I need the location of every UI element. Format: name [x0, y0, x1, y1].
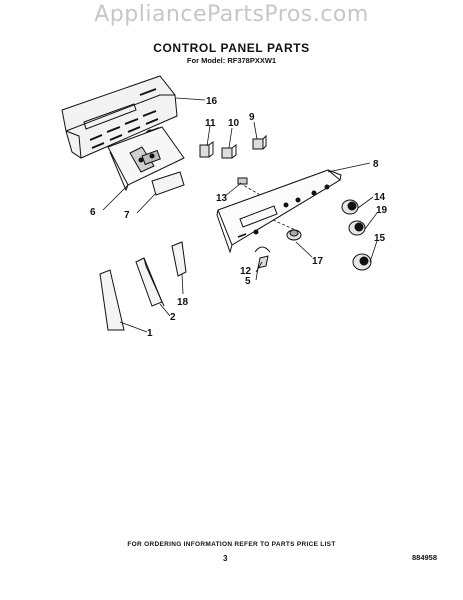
part-18-side-bracket [171, 241, 187, 277]
part-14-knob [341, 199, 359, 215]
callout-13: 13 [216, 193, 228, 204]
callout-17: 17 [312, 256, 324, 267]
callout-2: 2 [170, 312, 176, 323]
model-subtitle: For Model: RF378PXXW1 [186, 56, 277, 65]
callout-15: 15 [374, 233, 386, 244]
page-number: 3 [223, 554, 228, 563]
part-1-end-cap [99, 269, 125, 331]
part-8-front-panel [216, 169, 342, 254]
callout-11: 11 [205, 118, 216, 129]
part-13-clip [237, 177, 248, 185]
callout-12: 12 [240, 266, 252, 277]
part-15-knob [352, 253, 372, 271]
callout-1: 1 [147, 328, 153, 339]
part-17-knob [286, 229, 302, 241]
callout-6: 6 [90, 207, 96, 218]
callout-19: 19 [376, 205, 388, 216]
callout-7: 7 [124, 210, 130, 221]
document-code: 884958 [412, 553, 438, 562]
part-7-lens [151, 171, 185, 196]
watermark: AppliancePartsPros.com [94, 2, 369, 27]
part-11-switch [199, 141, 214, 158]
callout-18: 18 [177, 297, 189, 308]
part-9-switch [252, 134, 267, 150]
part-19-knob [348, 220, 366, 236]
leader-lines [102, 97, 378, 333]
callout-5: 5 [245, 276, 251, 287]
diagram-title: CONTROL PANEL PARTS [153, 41, 310, 55]
part-2-end-bracket [135, 257, 165, 307]
callout-9: 9 [249, 112, 255, 123]
part-12-knob-shaft [254, 246, 271, 269]
part-10-switch [221, 144, 237, 159]
callout-16: 16 [206, 96, 218, 107]
callout-14: 14 [374, 192, 386, 203]
ordering-note: FOR ORDERING INFORMATION REFER TO PARTS … [127, 541, 336, 548]
callout-10: 10 [228, 118, 240, 129]
part-6-control-bracket [107, 126, 185, 192]
callout-8: 8 [373, 159, 379, 170]
